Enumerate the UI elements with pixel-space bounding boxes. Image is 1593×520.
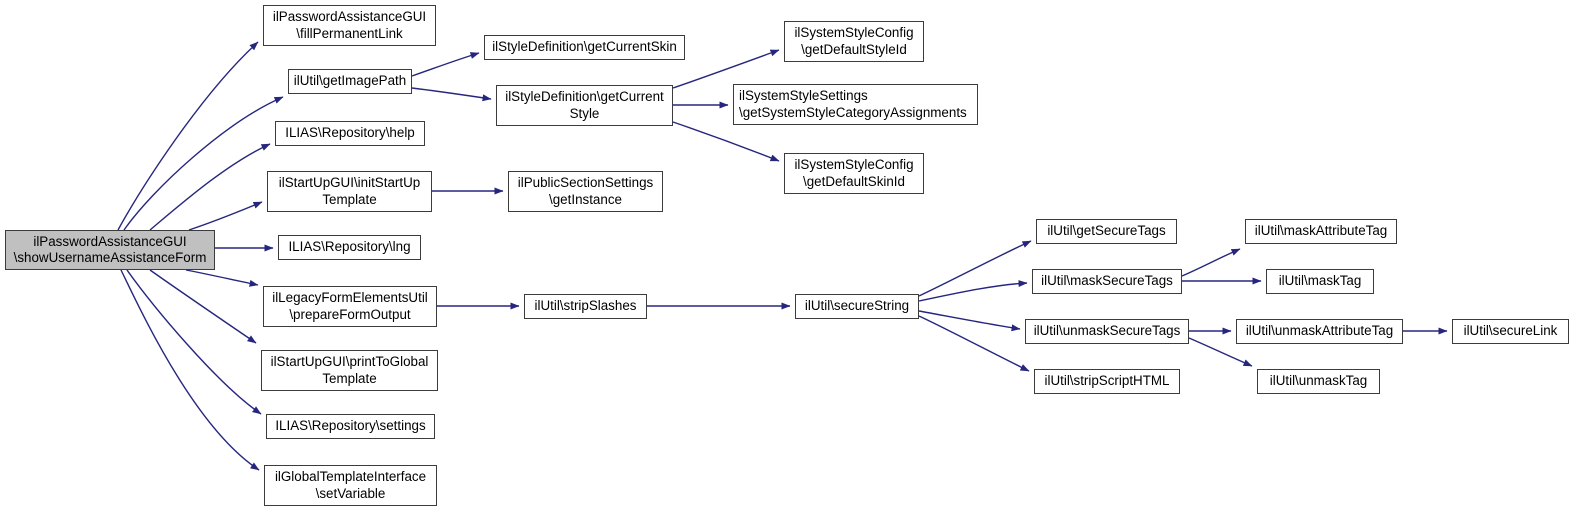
graph-node-label-line: ilSystemStyleConfig [794, 25, 914, 40]
call-edge-getImagePath-to-getCurrentSkin [411, 52, 480, 77]
graph-node-label-line: ilUtil\secureLink [1463, 323, 1558, 339]
call-edge-root-to-repositorySettings [126, 269, 262, 415]
graph-node-label-line: ilUtil\unmaskAttributeTag [1245, 323, 1394, 339]
graph-node-label-line: \prepareFormOutput [289, 306, 411, 322]
graph-node-label-line: ilUtil\unmaskTag [1269, 373, 1368, 389]
graph-node-label-line: Style [569, 105, 600, 121]
graph-node-getImagePath[interactable]: ilUtil\getImagePath [288, 69, 412, 94]
graph-node-label-line: ilGlobalTemplateInterface [274, 469, 427, 484]
call-edge-getCurrentStyle-to-getDefaultStyleId [672, 49, 780, 89]
graph-node-label-line: ILIAS\Repository\help [285, 125, 415, 141]
graph-node-secureString[interactable]: ilUtil\secureString [795, 294, 919, 319]
graph-node-stripScriptHTML[interactable]: ilUtil\stripScriptHTML [1034, 369, 1180, 394]
graph-node-label-line: ilUtil\maskAttributeTag [1254, 223, 1388, 239]
graph-node-label-line: ilStyleDefinition\getCurrent [505, 89, 664, 104]
graph-node-getInstance[interactable]: ilPublicSectionSettings\getInstance [508, 171, 663, 212]
graph-node-label-line: ilSystemStyleSettings [739, 88, 868, 103]
graph-node-label-line: \setVariable [315, 485, 386, 501]
graph-node-label-line: ilUtil\unmaskSecureTags [1033, 323, 1181, 339]
graph-node-repositorySettings[interactable]: ILIAS\Repository\settings [266, 414, 435, 439]
graph-node-label-line: ilPasswordAssistanceGUI [272, 9, 427, 24]
graph-node-unmaskSecureTags[interactable]: ilUtil\unmaskSecureTags [1025, 319, 1189, 344]
call-edge-root-to-setVariable [120, 269, 260, 471]
call-edge-secureString-to-getSecureTags [918, 240, 1032, 297]
graph-node-label-line: ilStartUpGUI\initStartUp [278, 175, 421, 190]
graph-node-root[interactable]: ilPasswordAssistanceGUI\showUsernameAssi… [5, 230, 215, 270]
graph-node-getDefaultStyleId[interactable]: ilSystemStyleConfig\getDefaultStyleId [784, 21, 924, 62]
graph-node-stripSlashes[interactable]: ilUtil\stripSlashes [524, 294, 647, 319]
call-edge-root-to-initStartUpTemplate [188, 201, 263, 231]
graph-node-label-line: ilUtil\getImagePath [293, 73, 407, 89]
graph-node-label-line: ilUtil\maskSecureTags [1041, 273, 1173, 289]
graph-node-label-line: ilUtil\maskTag [1278, 273, 1362, 289]
graph-node-getSystemStyleCategoryAssignments[interactable]: ilSystemStyleSettings\getSystemStyleCate… [733, 84, 978, 125]
graph-node-label-line: Template [322, 191, 377, 207]
graph-node-label-line: \getDefaultSkinId [803, 173, 905, 189]
graph-node-secureLink[interactable]: ilUtil\secureLink [1452, 319, 1569, 344]
graph-node-label-line: ilUtil\stripScriptHTML [1044, 373, 1170, 389]
graph-node-maskSecureTags[interactable]: ilUtil\maskSecureTags [1032, 269, 1182, 294]
graph-node-label-line: Template [322, 370, 377, 386]
graph-node-getDefaultSkinId[interactable]: ilSystemStyleConfig\getDefaultSkinId [784, 153, 924, 194]
graph-node-label-line: \showUsernameAssistanceForm [13, 250, 207, 265]
call-edge-root-to-printToGlobalTemplate [149, 269, 257, 344]
graph-node-repositoryHelp[interactable]: ILIAS\Repository\help [275, 121, 425, 146]
graph-node-repositoryLng[interactable]: ILIAS\Repository\lng [278, 235, 421, 260]
graph-node-label-line: ilPublicSectionSettings [517, 175, 654, 190]
graph-node-label-line: \getDefaultStyleId [801, 41, 907, 57]
graph-node-getCurrentSkin[interactable]: ilStyleDefinition\getCurrentSkin [484, 35, 685, 60]
call-edge-secureString-to-unmaskSecureTags [918, 310, 1021, 332]
call-edge-secureString-to-stripScriptHTML [918, 315, 1030, 372]
graph-node-label-line: ilStyleDefinition\getCurrentSkin [492, 39, 677, 55]
graph-node-maskTag[interactable]: ilUtil\maskTag [1266, 269, 1374, 294]
graph-node-label-line: ilLegacyFormElementsUtil [272, 290, 428, 305]
graph-node-label-line: ILIAS\Repository\lng [288, 239, 411, 255]
graph-node-label-line: ilUtil\stripSlashes [534, 298, 637, 314]
graph-node-label-line: \getInstance [549, 191, 622, 207]
call-edge-root-to-fillPermanentLink [117, 41, 259, 231]
graph-node-label-line: \getSystemStyleCategoryAssignments [739, 104, 967, 120]
call-edge-root-to-prepareFormOutput [185, 269, 259, 287]
graph-node-getSecureTags[interactable]: ilUtil\getSecureTags [1036, 219, 1177, 244]
graph-node-maskAttributeTag[interactable]: ilUtil\maskAttributeTag [1245, 219, 1397, 244]
graph-node-label-line: ilUtil\secureString [804, 298, 910, 314]
call-edge-root-to-repositoryHelp [149, 143, 271, 231]
graph-node-unmaskTag[interactable]: ilUtil\unmaskTag [1257, 369, 1380, 394]
call-edge-root-to-getImagePath [123, 96, 284, 231]
graph-node-fillPermanentLink[interactable]: ilPasswordAssistanceGUI\fillPermanentLin… [263, 5, 436, 46]
graph-node-label-line: ilSystemStyleConfig [794, 157, 914, 172]
call-edge-getImagePath-to-getCurrentStyle [411, 87, 492, 102]
graph-node-label-line: \fillPermanentLink [296, 25, 403, 41]
graph-node-unmaskAttributeTag[interactable]: ilUtil\unmaskAttributeTag [1236, 319, 1403, 344]
graph-node-label-line: ILIAS\Repository\settings [275, 418, 426, 434]
call-edge-maskSecureTags-to-maskAttributeTag [1181, 248, 1241, 277]
call-edge-secureString-to-maskSecureTags [918, 280, 1028, 302]
graph-node-label-line: ilUtil\getSecureTags [1047, 223, 1166, 239]
call-edge-getCurrentStyle-to-getDefaultSkinId [672, 121, 780, 162]
graph-node-label-line: ilPasswordAssistanceGUI [33, 233, 187, 249]
graph-node-label-line: ilStartUpGUI\printToGlobal [270, 354, 429, 369]
graph-node-prepareFormOutput[interactable]: ilLegacyFormElementsUtil\prepareFormOutp… [263, 286, 437, 327]
graph-node-setVariable[interactable]: ilGlobalTemplateInterface\setVariable [264, 465, 437, 506]
